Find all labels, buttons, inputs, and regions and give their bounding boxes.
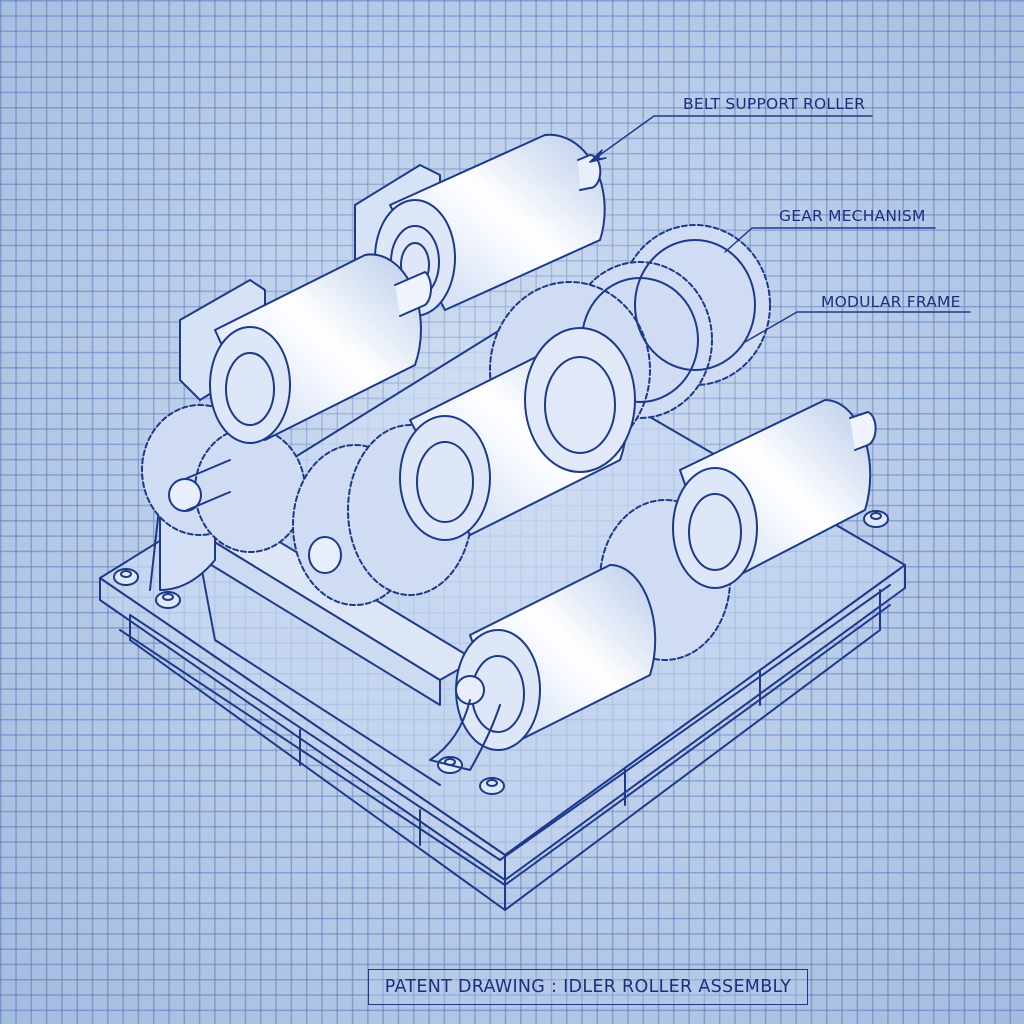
callout-belt-support-roller: BELT SUPPORT ROLLER (683, 95, 866, 113)
belt-support-roller-2 (209, 253, 433, 444)
shaft-stubs (168, 459, 342, 574)
callout-modular-frame: MODULAR FRAME (821, 293, 961, 311)
belt-support-roller-5 (429, 563, 657, 771)
figure-title: PATENT DRAWING : IDLER ROLLER ASSEMBLY (384, 977, 792, 997)
bolts (113, 510, 889, 795)
bolt-icon (863, 510, 889, 528)
callout-gear-mechanism: GEAR MECHANISM (779, 207, 926, 225)
bolt-icon (479, 777, 505, 795)
belt-support-roller-4 (672, 398, 877, 589)
figure-title-box: PATENT DRAWING : IDLER ROLLER ASSEMBLY (368, 969, 808, 1005)
callout-leaders (589, 115, 971, 343)
bolt-icon (113, 568, 139, 586)
front-gears (141, 404, 731, 661)
belt-support-roller-3 (399, 327, 636, 541)
bolt-icon (155, 591, 181, 609)
gear-icon (194, 427, 306, 553)
